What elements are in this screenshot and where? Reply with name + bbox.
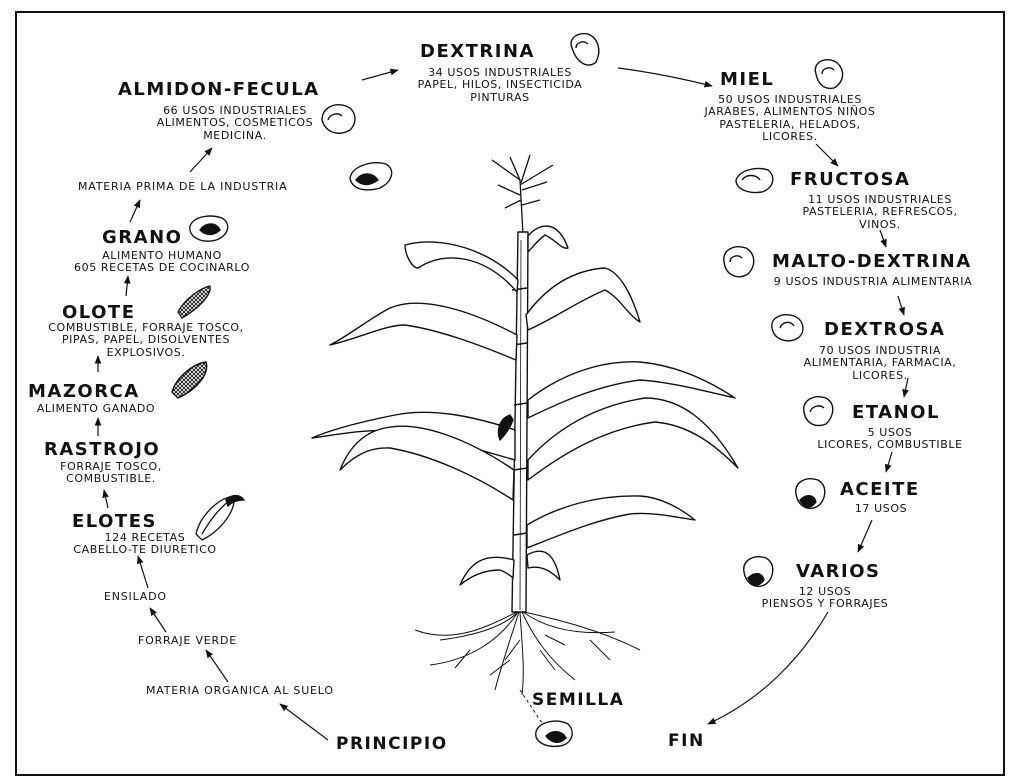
node-varios-title: VARIOS [796,562,880,582]
corn-kernel-icon [724,247,754,277]
node-grano-title: GRANO [102,228,182,248]
arrow-varios-fin [708,612,828,724]
corn-kernel-icon [772,315,803,341]
arrow-grano-materia [130,200,140,222]
corn-kernel-icon [536,721,572,746]
node-almidon-title: ALMIDON-FECULA [118,80,320,100]
node-principio: PRINCIPIO [336,735,448,754]
node-etanol-title: ETANOL [852,403,940,423]
node-elotes-title: ELOTES [72,512,157,532]
arrow-olote-grano [126,276,128,296]
corn-cob-icon [178,286,210,318]
node-dextrina-desc: 34 USOS INDUSTRIALES PAPEL, HILOS, INSEC… [400,67,600,104]
node-rastrojo-desc: FORRAJE TOSCO, COMBUSTIBLE. [44,461,178,486]
arrow-ensilado-elotes [138,556,148,588]
node-semilla: SEMILLA [532,691,624,710]
corn-kernel-icon [736,168,773,192]
arrow-etanol-aceite [886,452,892,472]
node-materia-organica: MATERIA ORGANICA AL SUELO [146,685,334,697]
node-etanol-desc: 5 USOS LICORES, COMBUSTIBLE [790,427,990,452]
node-varios-desc: 12 USOS PIENSOS Y FORRAJES [735,586,915,611]
node-olote-desc: COMBUSTIBLE, FORRAJE TOSCO, PIPAS, PAPEL… [24,322,268,359]
node-mazorca-title: MAZORCA [28,382,140,402]
arrow-elotes-rastrojo [104,490,108,508]
node-forraje-verde: FORRAJE VERDE [138,635,237,647]
arrow-materia-almidon [190,148,212,172]
node-elotes-desc: 124 RECETAS CABELLO-TE DIURETICO [38,532,252,557]
corn-kernel-icon [350,163,392,190]
node-ensilado: ENSILADO [104,591,167,603]
arrow-dextrina-miel [618,68,712,86]
node-aceite-desc: 17 USOS [846,503,916,515]
arrow-forraje-ensilado [150,608,166,632]
corn-kernel-icon [815,60,842,89]
node-fructosa-desc: 11 USOS INDUSTRIALES PASTELERIA, REFRESC… [760,194,1000,231]
node-miel-title: MIEL [720,70,774,90]
node-dextrina-title: DEXTRINA [420,42,535,62]
arrow-miel-fructosa [816,144,838,166]
node-miel-desc: 50 USOS INDUSTRIALES JARABES, ALIMENTOS … [680,94,900,143]
arrow-malto-dextrosa [898,296,904,315]
arrow-aceite-varios [858,520,872,552]
arrow-principio-organica [280,704,328,740]
node-dextrosa-desc: 70 USOS INDUSTRIA ALIMENTARIA, FARMACIA,… [770,345,990,382]
node-malto-dextrina-desc: 9 USOS INDUSTRIA ALIMENTARIA [742,276,1004,288]
arrow-organica-forraje [206,650,228,682]
arrow-almidon-dextrina [362,70,398,80]
node-almidon-desc: 66 USOS INDUSTRIALES ALIMENTOS, COSMETIC… [150,105,320,142]
corn-cob-icon [172,362,207,398]
node-fructosa-title: FRUCTOSA [790,170,910,190]
node-aceite-title: ACEITE [840,480,920,500]
node-fin: FIN [668,732,705,751]
node-grano-desc: ALIMENTO HUMANO 605 RECETAS DE COCINARLO [44,250,280,275]
node-mazorca-desc: ALIMENTO GANADO [20,403,172,415]
corn-kernel-icon [322,105,355,133]
corn-plant-icon [312,155,738,735]
corn-kernel-icon [804,397,833,426]
arrow-fructosa-malto [880,230,886,247]
node-materia-prima: MATERIA PRIMA DE LA INDUSTRIA [78,181,287,193]
node-dextrosa-title: DEXTROSA [824,320,945,340]
corn-kernel-icon [190,216,228,241]
corn-kernel-icon [796,479,825,509]
node-malto-dextrina-title: MALTO-DEXTRINA [772,252,972,272]
corn-kernel-icon [744,557,773,587]
corn-kernel-icon [571,34,599,65]
node-rastrojo-title: RASTROJO [44,440,160,460]
